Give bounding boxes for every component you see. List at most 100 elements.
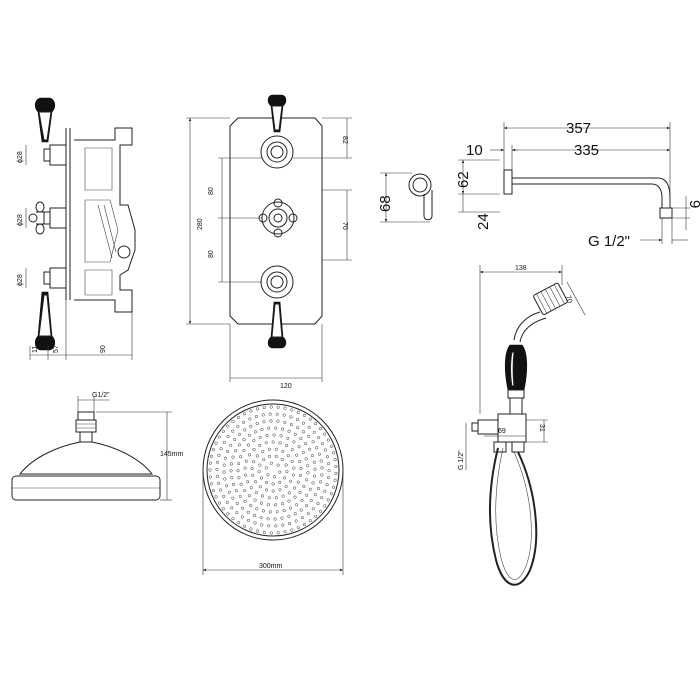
rose-nozzle xyxy=(230,506,234,510)
rose-nozzle xyxy=(234,489,238,493)
rose-nozzle xyxy=(234,449,238,453)
rose-nozzle xyxy=(275,412,279,416)
valve-front-top-offset: 82 xyxy=(341,136,348,144)
rose-nozzle xyxy=(293,495,297,499)
rose-nozzle xyxy=(247,433,251,437)
rose-nozzle xyxy=(229,462,234,466)
arm-height-upper: 62 xyxy=(455,171,472,188)
rose-nozzle xyxy=(226,449,230,454)
rose-nozzle xyxy=(225,484,229,488)
rose-nozzle xyxy=(273,517,277,521)
rose-nozzle xyxy=(240,506,245,510)
rose-nozzle xyxy=(238,494,242,498)
rose-nozzle xyxy=(293,432,297,436)
rose-nozzle xyxy=(296,526,300,530)
rose-nozzle xyxy=(244,459,248,463)
rose-nozzle xyxy=(229,469,233,473)
rose-nozzle xyxy=(274,426,278,430)
rose-nozzle xyxy=(242,449,246,453)
rose-nozzle xyxy=(249,504,253,508)
rose-front-view: 300mm xyxy=(202,399,344,575)
rose-nozzle xyxy=(237,432,241,436)
rose-nozzle xyxy=(290,459,294,463)
rose-nozzle xyxy=(296,480,300,484)
rose-nozzle xyxy=(286,454,290,458)
rose-nozzle xyxy=(325,455,329,459)
rose-nozzle xyxy=(251,473,255,477)
hand-shower-view: 138 70 31 69 G 1/2" xyxy=(458,265,586,586)
rose-nozzle xyxy=(290,408,294,412)
rose-nozzle xyxy=(320,466,324,470)
rose-nozzle xyxy=(285,470,289,474)
rose-nozzle xyxy=(252,513,257,517)
rose-nozzle xyxy=(298,459,302,464)
rose-nozzle xyxy=(209,482,214,486)
rose-nozzle xyxy=(291,473,295,477)
rose-side-height: 145mm xyxy=(160,451,184,458)
rose-nozzle xyxy=(214,441,218,445)
valve-front-view: 280 120 82 80 80 70 xyxy=(186,94,352,390)
rose-nozzle xyxy=(316,486,320,491)
rose-nozzle xyxy=(258,443,262,447)
rose-nozzle xyxy=(260,427,264,432)
rose-nozzle xyxy=(313,493,317,497)
rose-nozzle xyxy=(253,521,257,525)
rose-nozzle xyxy=(215,467,219,471)
rose-nozzle xyxy=(289,415,293,419)
rose-nozzle xyxy=(317,452,321,456)
rose-nozzle xyxy=(319,480,323,484)
rose-nozzle xyxy=(269,531,273,535)
rose-nozzle xyxy=(257,470,261,474)
rose-nozzle xyxy=(267,447,271,451)
rose-nozzle xyxy=(295,453,299,457)
rose-nozzle xyxy=(316,501,320,506)
rose-nozzle xyxy=(287,514,291,518)
rose-nozzle xyxy=(262,406,266,410)
handset-thread: G 1/2" xyxy=(458,450,465,470)
rose-nozzle xyxy=(231,496,235,500)
valve-side-diam-mid: ϕ28 xyxy=(17,214,24,226)
rose-nozzle xyxy=(250,466,254,471)
rose-nozzle xyxy=(290,448,294,452)
rose-nozzle xyxy=(293,512,297,516)
rose-nozzle xyxy=(283,530,287,534)
rose-side-thread: G1/2" xyxy=(92,392,110,399)
rose-nozzle xyxy=(307,434,311,438)
rose-nozzle xyxy=(261,413,265,417)
rose-nozzle xyxy=(323,448,327,452)
rose-nozzle xyxy=(327,469,331,473)
valve-front-width: 120 xyxy=(280,383,292,390)
rose-nozzle xyxy=(243,466,247,470)
valve-front-height: 280 xyxy=(197,218,204,230)
rose-nozzle xyxy=(215,460,220,464)
wall-elbow-view: 68 xyxy=(377,172,433,223)
rose-nozzle xyxy=(323,489,327,493)
rose-nozzle xyxy=(272,433,276,437)
rose-nozzle xyxy=(274,447,278,451)
rose-nozzle xyxy=(243,489,247,493)
rose-nozzle xyxy=(254,414,258,419)
arm-outlet-drop: 9 xyxy=(686,200,700,208)
rose-nozzle xyxy=(261,509,266,513)
rose-nozzle xyxy=(237,462,241,466)
rose-nozzle xyxy=(299,437,303,441)
rose-nozzle xyxy=(253,480,258,484)
rose-nozzle xyxy=(226,434,230,439)
rose-nozzle xyxy=(320,473,324,477)
rose-nozzle xyxy=(280,427,285,431)
rose-nozzle xyxy=(282,508,286,513)
valve-side-depth-a: 11 xyxy=(32,346,39,353)
rose-nozzle xyxy=(282,413,286,417)
rose-nozzle xyxy=(326,498,330,502)
rose-nozzle xyxy=(296,426,300,430)
rose-nozzle xyxy=(252,439,256,443)
rose-nozzle xyxy=(214,495,218,499)
rose-nozzle xyxy=(246,510,250,514)
rose-nozzle xyxy=(312,430,316,434)
rose-nozzle xyxy=(208,468,212,472)
rose-nozzle xyxy=(264,480,269,484)
rose-nozzle xyxy=(226,512,230,516)
rose-side-view: G1/2" 145mm xyxy=(11,392,184,501)
rose-nozzle xyxy=(242,412,247,416)
rose-nozzle xyxy=(296,410,300,414)
